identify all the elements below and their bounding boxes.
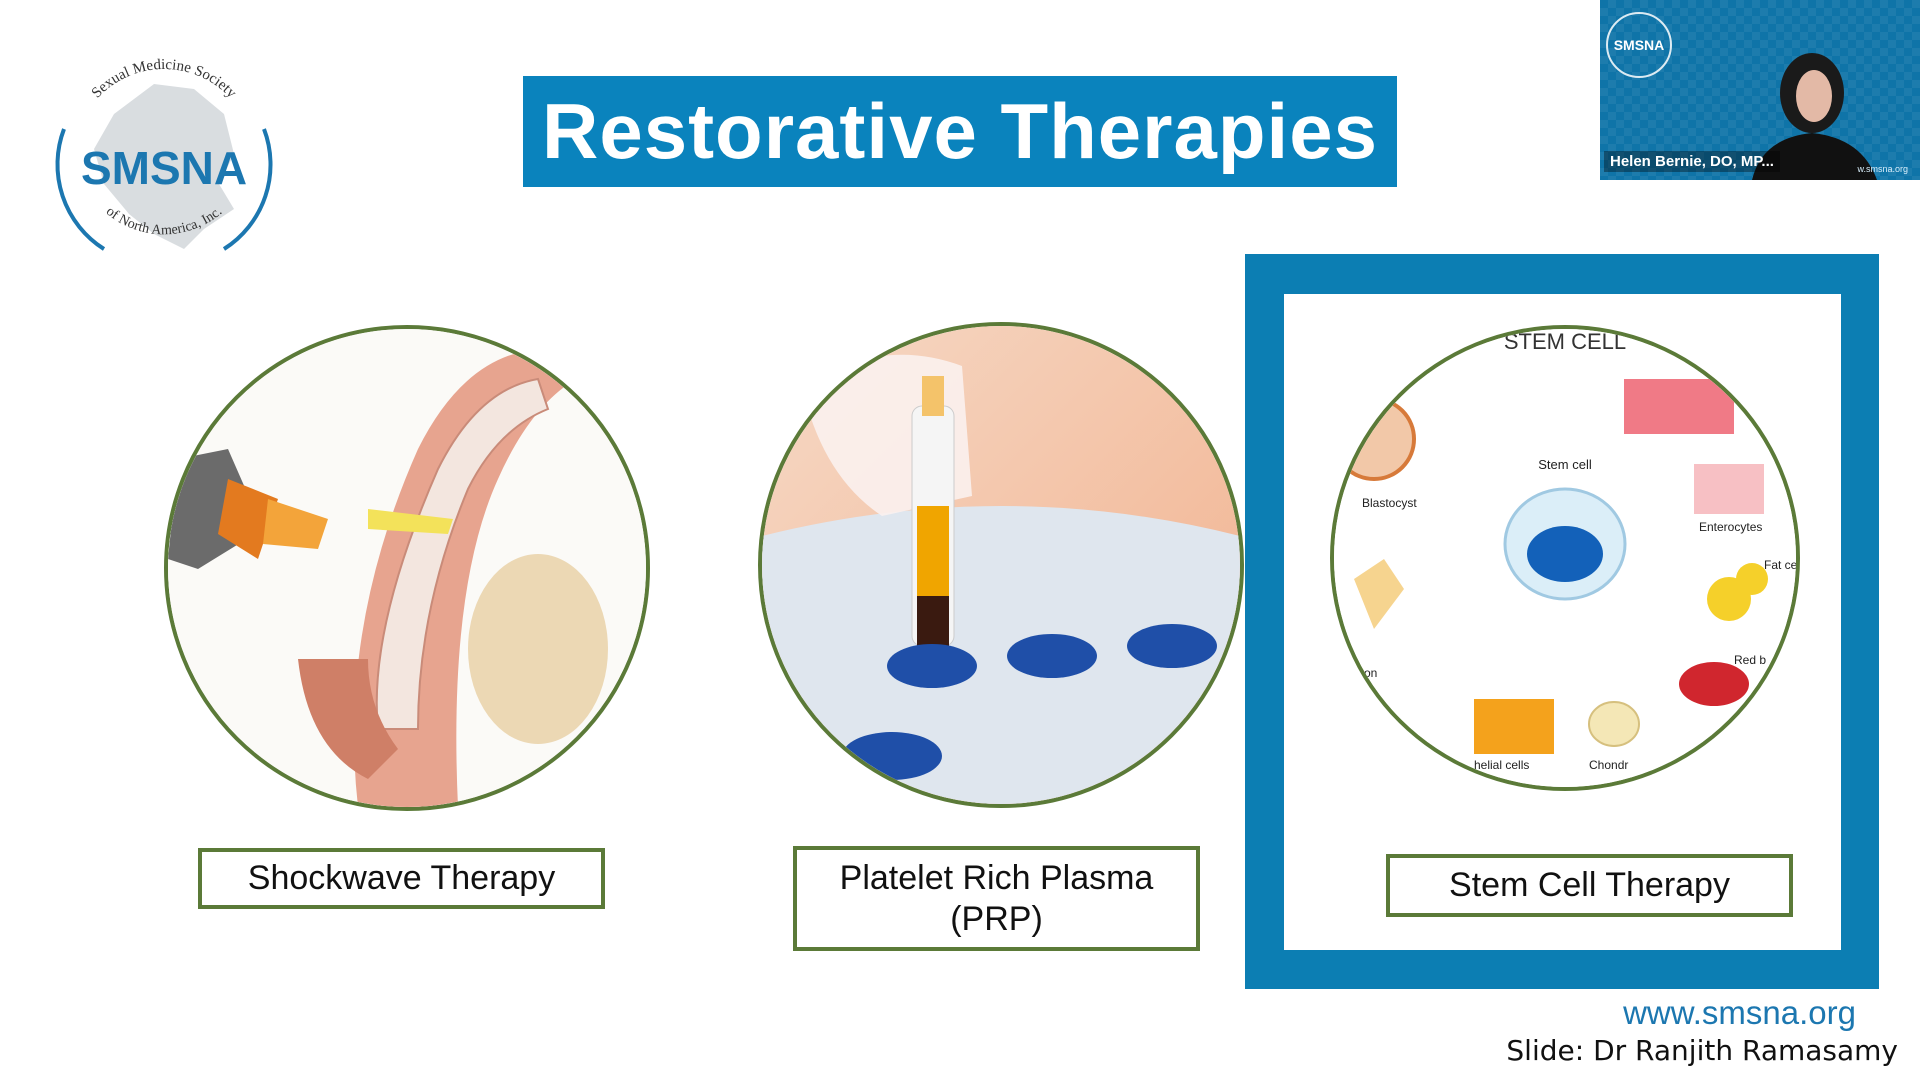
logo-name: SMSNA	[81, 142, 247, 194]
diagram-center-label: Stem cell	[1538, 457, 1592, 472]
video-url: w.smsna.org	[1857, 164, 1908, 174]
label-shockwave: Shockwave Therapy	[198, 848, 605, 909]
diagram-epithelial-label: helial cells	[1474, 758, 1529, 772]
speaker-name: Helen Bernie, DO, MP...	[1604, 151, 1780, 172]
stem-cell-diagram: STEM CELL Stem cell Blastocyst Enterocyt…	[1330, 325, 1800, 791]
diagram-blastocyst-label: Blastocyst	[1362, 496, 1417, 510]
diagram-title: STEM CELL	[1504, 329, 1626, 354]
footer-url[interactable]: www.smsna.org	[1623, 994, 1856, 1031]
label-prp-line1: Platelet Rich Plasma	[839, 858, 1154, 897]
speaker-silhouette	[1752, 53, 1877, 180]
shockwave-illustration	[164, 325, 650, 811]
label-stem-cell-text: Stem Cell Therapy	[1449, 866, 1730, 905]
label-stem-cell: Stem Cell Therapy	[1386, 854, 1793, 917]
label-prp: Platelet Rich Plasma (PRP)	[793, 846, 1200, 951]
speaker-video[interactable]: SMSNA Helen Bernie, DO, MP... w.smsna.or…	[1600, 0, 1920, 180]
diagram-neuron-label: ron	[1360, 666, 1377, 680]
title-banner: Restorative Therapies	[523, 76, 1397, 187]
diagram-fat-label: Fat cell	[1764, 558, 1796, 572]
label-prp-line2: (PRP)	[950, 899, 1043, 938]
label-shockwave-text: Shockwave Therapy	[247, 859, 556, 898]
video-logo-badge: SMSNA	[1606, 12, 1672, 78]
smsna-logo: Sexual Medicine Society SMSNA of North A…	[34, 34, 294, 284]
prp-tube-image	[758, 322, 1244, 808]
diagram-chondro-label: Chondr	[1589, 758, 1628, 772]
footer-credit: Slide: Dr Ranjith Ramasamy	[1506, 1034, 1898, 1067]
page-title: Restorative Therapies	[541, 87, 1378, 175]
diagram-red-label: Red b	[1734, 653, 1766, 667]
diagram-enterocytes-label: Enterocytes	[1699, 520, 1762, 534]
